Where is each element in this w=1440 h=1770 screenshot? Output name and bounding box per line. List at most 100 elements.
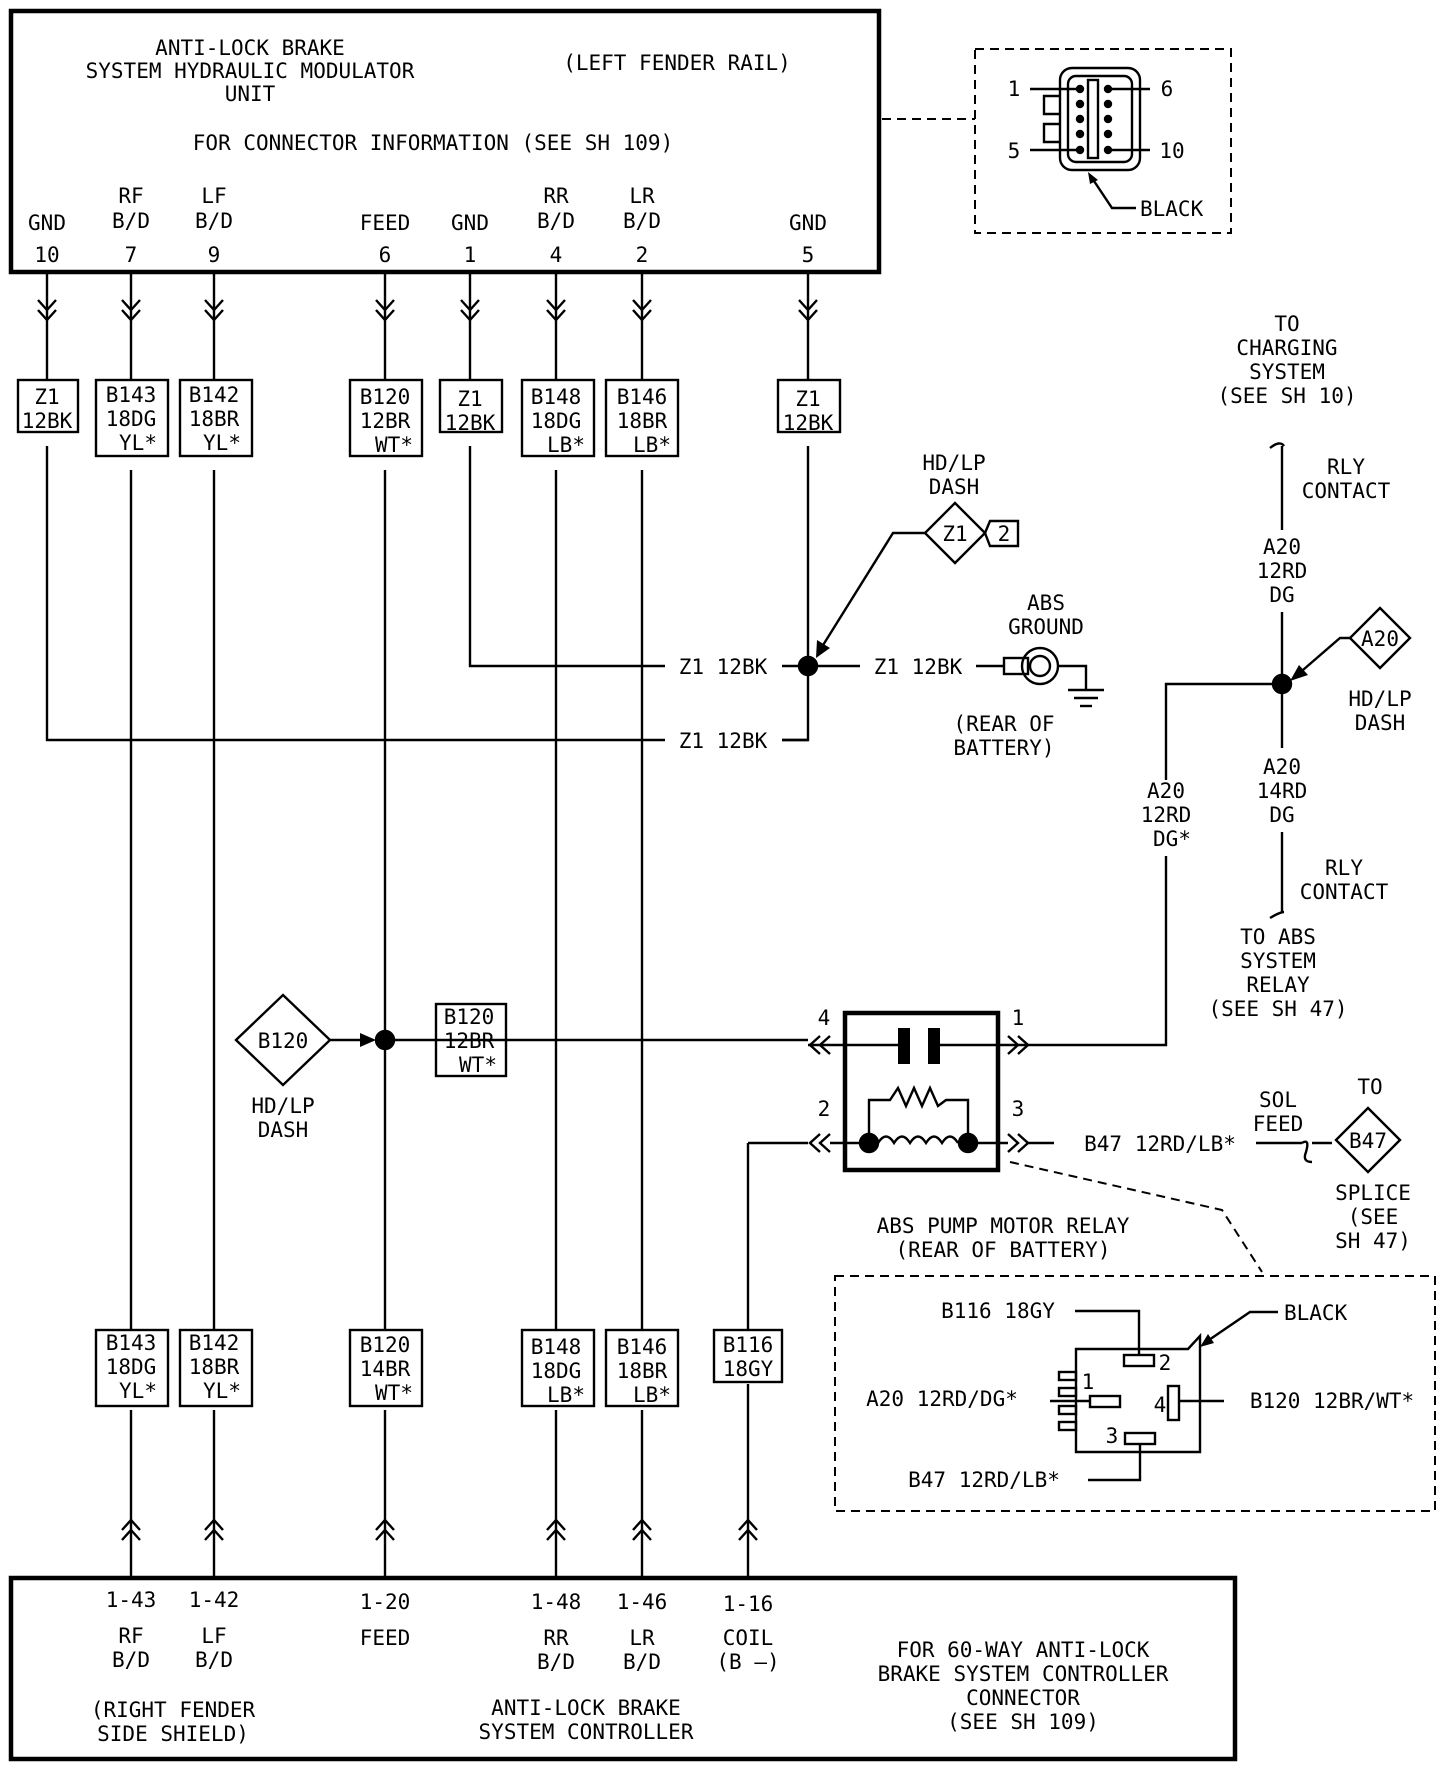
hcu-pin-number: 6	[379, 243, 392, 267]
controller-connector-note: FOR 60-WAY ANTI-LOCK	[897, 1638, 1150, 1662]
abs-ground-location: (REAR OF	[953, 712, 1054, 736]
hcu-connector-color: BLACK	[1140, 197, 1204, 221]
relay-connector-latch	[1057, 1386, 1078, 1398]
connector-icon	[738, 1518, 758, 1541]
controller-pin-label: (B —)	[716, 1650, 779, 1674]
hcu-pin-number: 2	[636, 243, 649, 267]
splice-leader	[818, 531, 925, 651]
wire-label: B146	[617, 1335, 668, 1359]
hcu-pin-label: B/D	[112, 209, 150, 233]
brake-system-controller: 1-43 RF B/D 1-42 LF B/D 1-20 FEED 1-48 R…	[8, 1575, 1238, 1762]
abs-pump-motor-relay: 4 1 2 3 B47 12RD/LB* SOL FEED B47 TO SPL…	[746, 1006, 1411, 1330]
hcu-title-1: ANTI-LOCK BRAKE	[155, 36, 345, 60]
splice-id: B47	[1349, 1129, 1387, 1153]
ground-wire-label: Z1 12BK	[679, 729, 768, 753]
hcu-connector-latch	[1042, 94, 1060, 116]
splice-note: SPLICE	[1335, 1181, 1411, 1205]
splice-leader	[1295, 636, 1350, 677]
wire-label: LB*	[633, 433, 671, 457]
hcu-pin-label: GND	[789, 211, 827, 235]
hcu-harness-connectors	[37, 299, 818, 322]
hcu-pin-number: 10	[34, 243, 59, 267]
wire-label: B116	[723, 1333, 774, 1357]
connector-icon	[808, 1035, 831, 1055]
controller-pin-number: 1-48	[531, 1590, 582, 1614]
wire-a20-to-relay	[1164, 682, 1273, 780]
abs-relay-label: SYSTEM	[1240, 949, 1316, 973]
wire-label: YL*	[119, 1379, 157, 1403]
relay-connector-leader	[1009, 1161, 1263, 1273]
hcu-connector-latch	[1042, 122, 1060, 144]
wire-label: B143	[106, 383, 157, 407]
break-mark-icon	[1269, 910, 1285, 920]
hcu-title-3: UNIT	[225, 82, 276, 106]
splice-id: Z1	[942, 522, 967, 546]
hcu-connector-cavity	[1103, 114, 1113, 124]
hcu-pin-label: LF	[201, 184, 226, 208]
hcu-connector-slot	[1086, 78, 1100, 160]
charging-label: SYSTEM	[1249, 360, 1325, 384]
wire-label: 18DG	[106, 1355, 157, 1379]
controller-pin-label: RR	[543, 1626, 569, 1650]
wire-z1-gnd10	[45, 446, 665, 742]
hcu-box	[8, 8, 882, 275]
arrowhead-icon	[816, 640, 830, 658]
controller-harness-connectors	[121, 1518, 758, 1541]
break-mark-icon	[1269, 442, 1285, 449]
controller-name: ANTI-LOCK BRAKE	[491, 1696, 681, 1720]
hcu-connector-body	[1058, 66, 1142, 172]
wire-label: 18BR	[189, 407, 240, 431]
relay-connector-color: BLACK	[1284, 1301, 1348, 1325]
relay-coil-terminal	[858, 1132, 880, 1154]
charging-circuit: TO CHARGING SYSTEM (SEE SH 10) RLY CONTA…	[1026, 312, 1412, 1047]
controller-location: (RIGHT FENDER	[91, 1698, 256, 1722]
splice-id: A20	[1361, 627, 1399, 651]
abs-ground-label: ABS	[1027, 591, 1065, 615]
controller-pin-number: 1-16	[723, 1592, 774, 1616]
controller-pin-label: COIL	[723, 1626, 774, 1650]
splice-note: (SEE	[1348, 1205, 1399, 1229]
relay-name: ABS PUMP MOTOR RELAY	[877, 1214, 1130, 1238]
wire-label: YL*	[203, 431, 241, 455]
arrowhead-icon	[360, 1033, 376, 1047]
hdlp-label: DASH	[1355, 711, 1406, 735]
wire-label: B120	[444, 1005, 495, 1029]
abs-relay-label: RELAY	[1246, 973, 1310, 997]
hcu-connector-color-leader	[1091, 177, 1136, 210]
hcu-connector-pin: 1	[1008, 77, 1021, 101]
wire-label: Z1	[795, 387, 820, 411]
splice-note: SH 47)	[1335, 1229, 1411, 1253]
a20-label: DG	[1269, 583, 1294, 607]
relay-connector-latch	[1057, 1404, 1078, 1416]
relay-connector-latch	[1057, 1370, 1078, 1382]
rly-contact-label: RLY	[1327, 455, 1365, 479]
relay-pin: 1	[1012, 1006, 1025, 1030]
hdlp-label: HD/LP	[922, 451, 985, 475]
controller-pin-label: B/D	[537, 1650, 575, 1674]
wire-label: B148	[531, 1335, 582, 1359]
wire-label: 12BK	[22, 409, 73, 433]
controller-short-leads	[129, 1384, 750, 1578]
relay-pin: 4	[818, 1006, 831, 1030]
hcu-pin-number: 4	[550, 243, 563, 267]
hcu-pin-label: GND	[28, 211, 66, 235]
controller-pin-number: 1-43	[106, 1588, 157, 1612]
wire-label: Z1	[457, 387, 482, 411]
relay-connector-leader	[1075, 1309, 1141, 1355]
relay-contact-icon	[898, 1028, 910, 1064]
a20-relay-label: DG*	[1153, 827, 1191, 851]
charging-label: CHARGING	[1236, 336, 1337, 360]
relay-connector-frame	[834, 1275, 1436, 1512]
relay-terminal	[1122, 1353, 1156, 1368]
controller-pin-label: B/D	[195, 1648, 233, 1672]
wire-label: YL*	[203, 1379, 241, 1403]
controller-pin-label: B/D	[112, 1648, 150, 1672]
wire-label: 18BR	[189, 1355, 240, 1379]
hcu-pin-label: B/D	[195, 209, 233, 233]
relay-connector-wire: A20 12RD/DG*	[866, 1387, 1018, 1411]
hcu-pin-label: B/D	[623, 209, 661, 233]
splice-dot	[797, 655, 819, 677]
relay-coil-terminal	[957, 1132, 979, 1154]
wire-label: B142	[189, 383, 240, 407]
relay-terminal	[1166, 1384, 1181, 1422]
